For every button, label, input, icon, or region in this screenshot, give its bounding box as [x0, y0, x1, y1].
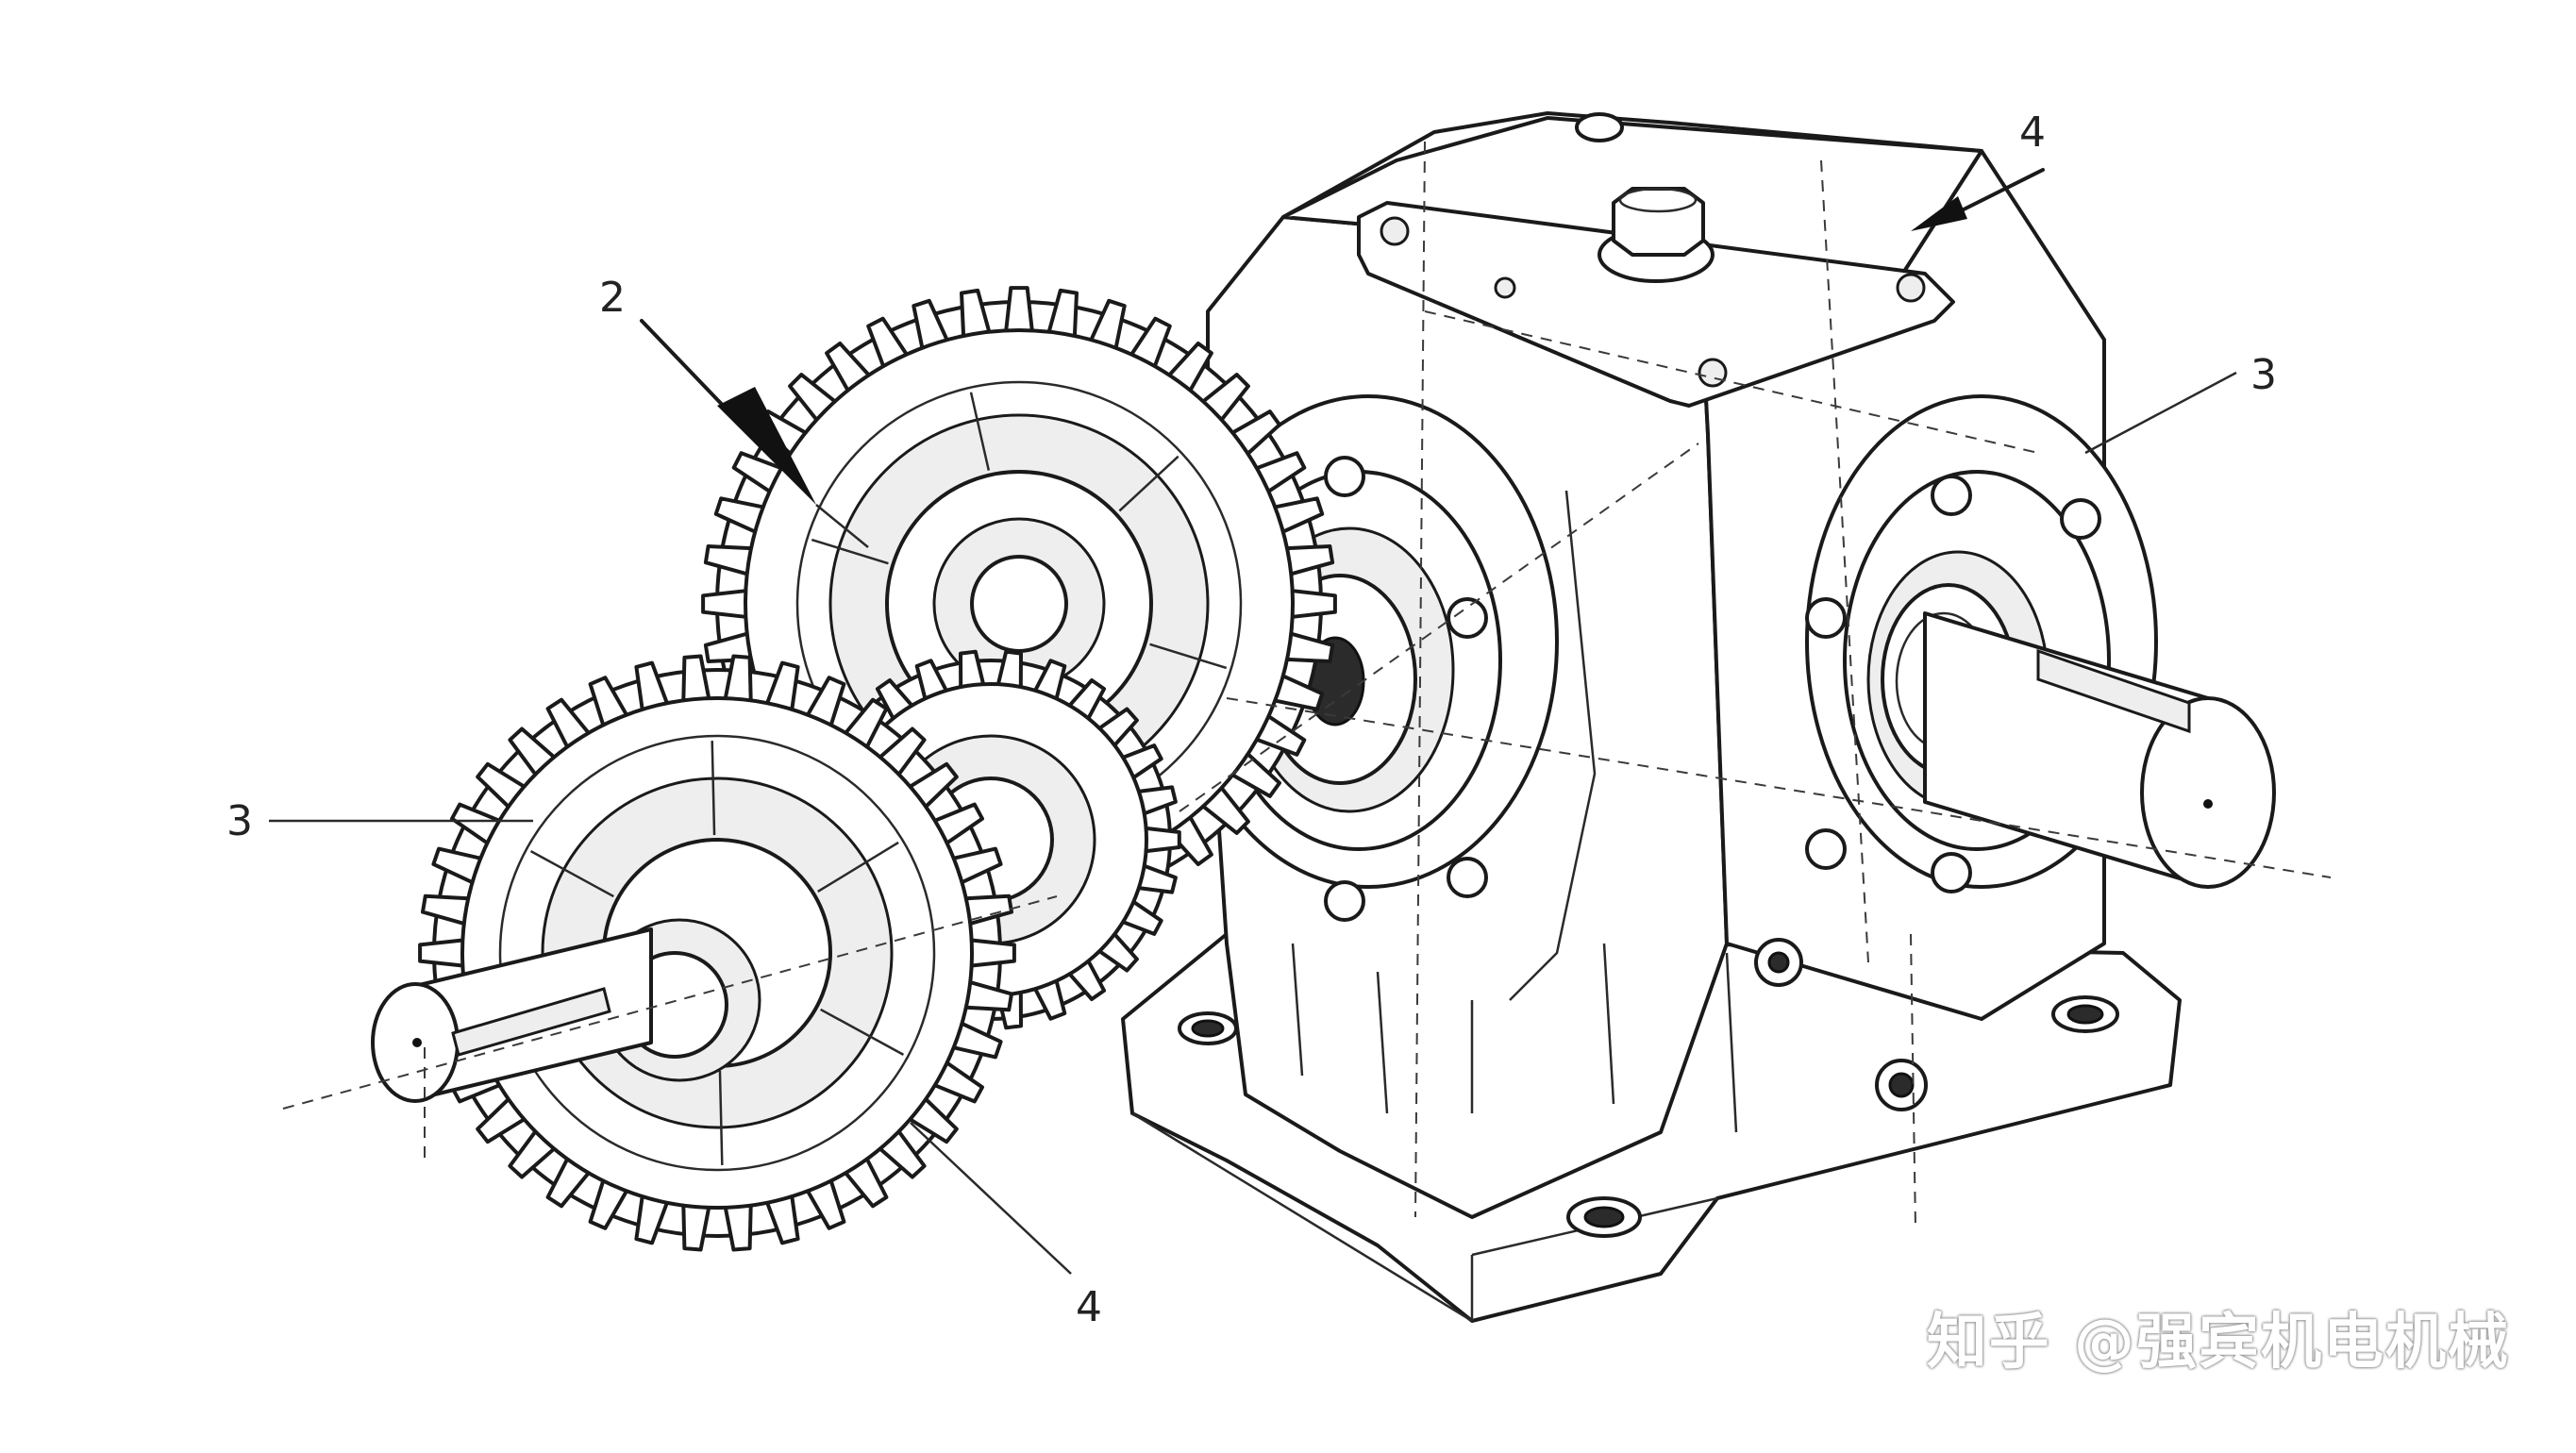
gear-spoke — [718, 1070, 724, 1165]
callout-label: 3 — [2250, 351, 2277, 399]
leader-lines — [269, 168, 2237, 1275]
center-lines — [282, 141, 2332, 1228]
gearbox-housing — [1121, 111, 2276, 1323]
gear-spoke — [969, 392, 991, 471]
watermark: 知乎 @强宾机电机械 — [1926, 1308, 2510, 1378]
gear-spoke — [811, 538, 889, 565]
callout-label: 4 — [2019, 109, 2046, 157]
front-left-gear — [418, 654, 1016, 1252]
gear-spoke — [817, 841, 899, 894]
gear-spoke — [711, 741, 716, 836]
input-shaft — [371, 927, 653, 1103]
gear-teeth — [418, 654, 1016, 1252]
callout-label: 2 — [599, 274, 626, 322]
gear-spoke — [529, 850, 614, 898]
gear-spoke — [820, 1008, 905, 1056]
callout-labels: 4 2 3 3 4 — [226, 109, 2277, 1331]
callout-label: 4 — [1076, 1283, 1102, 1331]
callout-label: 3 — [226, 797, 253, 845]
gear-spoke — [1149, 643, 1228, 670]
gear-spoke — [1118, 455, 1179, 512]
